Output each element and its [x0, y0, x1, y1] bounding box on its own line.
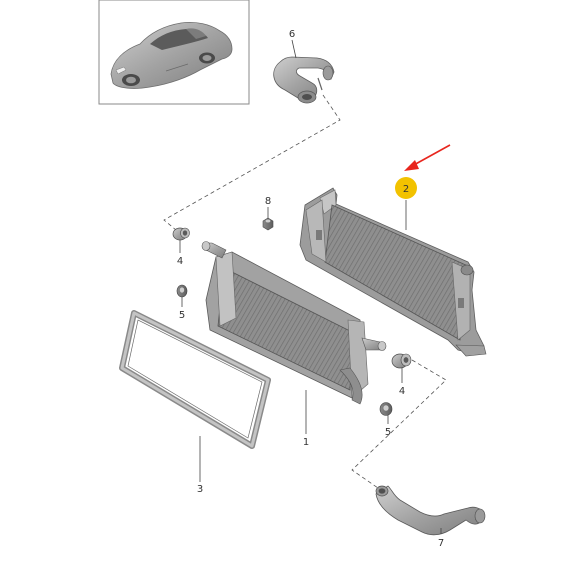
part-grommet-upper [176, 284, 188, 298]
part-main-radiator [201, 241, 387, 405]
callout-1[interactable]: 1 [303, 437, 309, 448]
routing-lines [163, 94, 447, 489]
callout-labels: 6 8 4 5 4 5 1 3 7 [177, 29, 444, 549]
callout-8[interactable]: 8 [265, 196, 271, 207]
callout-3[interactable]: 3 [197, 484, 203, 495]
part-upper-hose [273, 56, 335, 104]
vehicle-thumbnail [98, 0, 250, 105]
part-auxiliary-radiator [299, 187, 487, 357]
callout-5-upper[interactable]: 5 [179, 310, 185, 321]
callout-4-lower[interactable]: 4 [399, 386, 405, 397]
part-bushing-upper [172, 227, 190, 241]
callout-5-lower[interactable]: 5 [385, 427, 391, 438]
callout-2-label: 2 [403, 184, 409, 195]
callout-2-badge[interactable]: 2 [395, 177, 417, 199]
callout-4-upper[interactable]: 4 [177, 256, 183, 267]
part-lower-hose [375, 485, 486, 536]
callout-7[interactable]: 7 [438, 538, 444, 549]
part-nut [262, 217, 274, 231]
part-grommet-lower [379, 402, 393, 416]
car-illustration [110, 22, 233, 89]
callout-6[interactable]: 6 [289, 29, 295, 40]
part-bushing-lower [391, 353, 412, 369]
leader-lines [179, 39, 442, 534]
part-frame-seal [119, 310, 271, 449]
red-arrow-indicator [404, 144, 451, 171]
